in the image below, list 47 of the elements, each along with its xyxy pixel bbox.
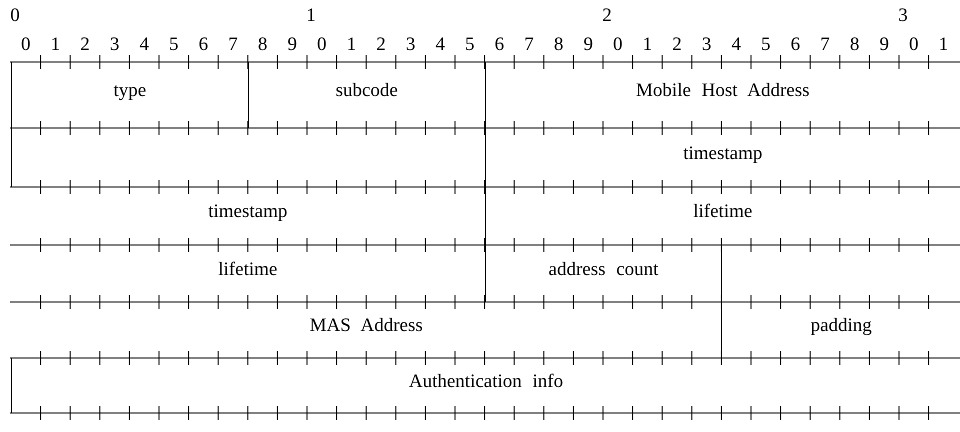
decade-number: 1 (306, 6, 316, 25)
field-name: subcode (336, 80, 398, 102)
bit-number: 2 (672, 35, 682, 54)
bit-number: 4 (435, 35, 445, 54)
bit-number: 3 (702, 35, 712, 54)
bit-number: 7 (820, 35, 830, 54)
field-name: Authentication info (408, 370, 564, 392)
field-name: address count (548, 258, 658, 280)
bit-number: 9 (583, 35, 593, 54)
field-name: type (114, 80, 146, 102)
bit-number: 0 (909, 35, 919, 54)
bit-number: 6 (790, 35, 800, 54)
bit-number: 1 (938, 35, 948, 54)
bit-number: 0 (21, 35, 31, 54)
bit-number: 1 (642, 35, 652, 54)
bit-number: 8 (258, 35, 268, 54)
decade-number: 3 (898, 6, 908, 25)
field-name: timestamp (683, 142, 762, 164)
decade-number: 0 (10, 6, 20, 25)
bit-number: 1 (346, 35, 356, 54)
field-name: lifetime (218, 258, 278, 280)
bit-number: 7 (524, 35, 534, 54)
field-name: lifetime (693, 201, 752, 223)
bit-number: 6 (198, 35, 208, 54)
bit-number: 1 (50, 35, 60, 54)
bit-number: 5 (761, 35, 771, 54)
bit-number: 8 (850, 35, 860, 54)
bit-number: 4 (731, 35, 741, 54)
bit-number: 2 (376, 35, 386, 54)
bit-number: 5 (465, 35, 475, 54)
field-name: timestamp (208, 201, 288, 223)
bit-number: 3 (406, 35, 416, 54)
field-name: Mobile Host Address (636, 80, 810, 102)
bit-number: 5 (169, 35, 179, 54)
bit-number: 4 (139, 35, 149, 54)
bit-number: 0 (317, 35, 327, 54)
bit-number: 9 (879, 35, 889, 54)
field-name: padding (810, 315, 872, 337)
bit-number: 2 (80, 35, 90, 54)
bit-number: 8 (554, 35, 564, 54)
field-name: MAS Address (310, 315, 423, 337)
bit-number: 3 (110, 35, 120, 54)
bit-number: 9 (287, 35, 297, 54)
bit-number: 6 (494, 35, 504, 54)
decade-number: 2 (602, 6, 612, 25)
bit-number: 0 (613, 35, 623, 54)
bit-number: 7 (228, 35, 238, 54)
